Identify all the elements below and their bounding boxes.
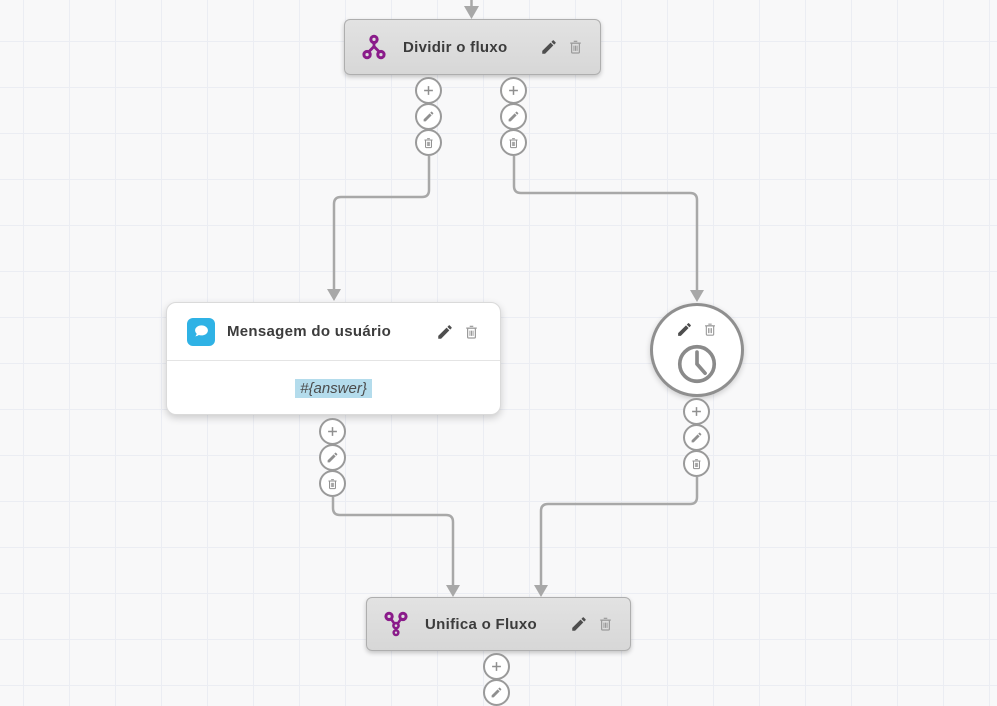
plus-icon — [325, 424, 340, 439]
plus-icon — [506, 83, 521, 98]
trash-icon — [690, 457, 703, 471]
arrowhead-into-message — [327, 289, 341, 301]
delete-node-button[interactable] — [463, 323, 480, 341]
arrowhead-into-timer — [690, 290, 704, 302]
merge-flow-node[interactable]: Unifica o Fluxo — [366, 597, 631, 651]
split-left-output-ports — [415, 77, 442, 156]
arrowhead-into-merge-right — [534, 585, 548, 597]
timer-node[interactable] — [650, 303, 744, 397]
trash-icon — [422, 136, 435, 150]
message-output-ports — [319, 418, 346, 497]
edit-step-button[interactable] — [500, 103, 527, 130]
arrowhead-into-split — [464, 6, 479, 19]
split-flow-icon — [361, 34, 387, 60]
delete-step-button[interactable] — [500, 129, 527, 156]
arrowhead-into-merge-left — [446, 585, 460, 597]
plus-icon — [489, 659, 504, 674]
pencil-icon — [326, 451, 339, 464]
add-step-button[interactable] — [683, 398, 710, 425]
add-step-button[interactable] — [483, 653, 510, 680]
delete-step-button[interactable] — [319, 470, 346, 497]
trash-icon — [567, 38, 584, 56]
delete-node-button[interactable] — [597, 615, 614, 633]
trash-icon — [463, 323, 480, 341]
split-flow-node[interactable]: Dividir o fluxo — [344, 19, 601, 75]
pencil-icon — [507, 110, 520, 123]
clock-icon — [674, 341, 720, 387]
pencil-icon — [490, 686, 503, 699]
pencil-icon — [540, 38, 558, 56]
variable-chip[interactable]: #{answer} — [295, 378, 372, 398]
delete-step-button[interactable] — [683, 450, 710, 477]
delete-node-button[interactable] — [567, 38, 584, 56]
user-message-node[interactable]: Mensagem do usuário #{answer} — [166, 302, 501, 415]
node-divider — [167, 360, 500, 361]
edit-node-button[interactable] — [436, 323, 454, 341]
merge-flow-icon — [383, 611, 409, 637]
edit-step-button[interactable] — [415, 103, 442, 130]
trash-icon — [326, 477, 339, 491]
trash-icon — [597, 615, 614, 633]
node-title: Unifica o Fluxo — [425, 615, 538, 633]
plus-icon — [689, 404, 704, 419]
add-step-button[interactable] — [415, 77, 442, 104]
pencil-icon — [436, 323, 454, 341]
edit-step-button[interactable] — [683, 424, 710, 451]
plus-icon — [421, 83, 436, 98]
split-right-output-ports — [500, 77, 527, 156]
chat-bubble-icon — [187, 317, 215, 346]
delete-step-button[interactable] — [415, 129, 442, 156]
add-step-button[interactable] — [319, 418, 346, 445]
pencil-icon — [690, 431, 703, 444]
pencil-icon — [676, 321, 693, 338]
add-step-button[interactable] — [500, 77, 527, 104]
timer-output-ports — [683, 398, 710, 477]
pencil-icon — [422, 110, 435, 123]
edit-step-button[interactable] — [319, 444, 346, 471]
node-title: Mensagem do usuário — [227, 323, 392, 340]
edit-step-button[interactable] — [483, 679, 510, 706]
node-title: Dividir o fluxo — [403, 38, 508, 56]
delete-node-button[interactable] — [702, 321, 718, 338]
trash-icon — [507, 136, 520, 150]
flow-connectors — [327, 0, 704, 597]
pencil-icon — [570, 615, 588, 633]
edit-node-button[interactable] — [570, 615, 588, 633]
edit-node-button[interactable] — [676, 321, 693, 338]
trash-icon — [702, 321, 718, 338]
edit-node-button[interactable] — [540, 38, 558, 56]
merge-output-ports — [483, 653, 510, 706]
